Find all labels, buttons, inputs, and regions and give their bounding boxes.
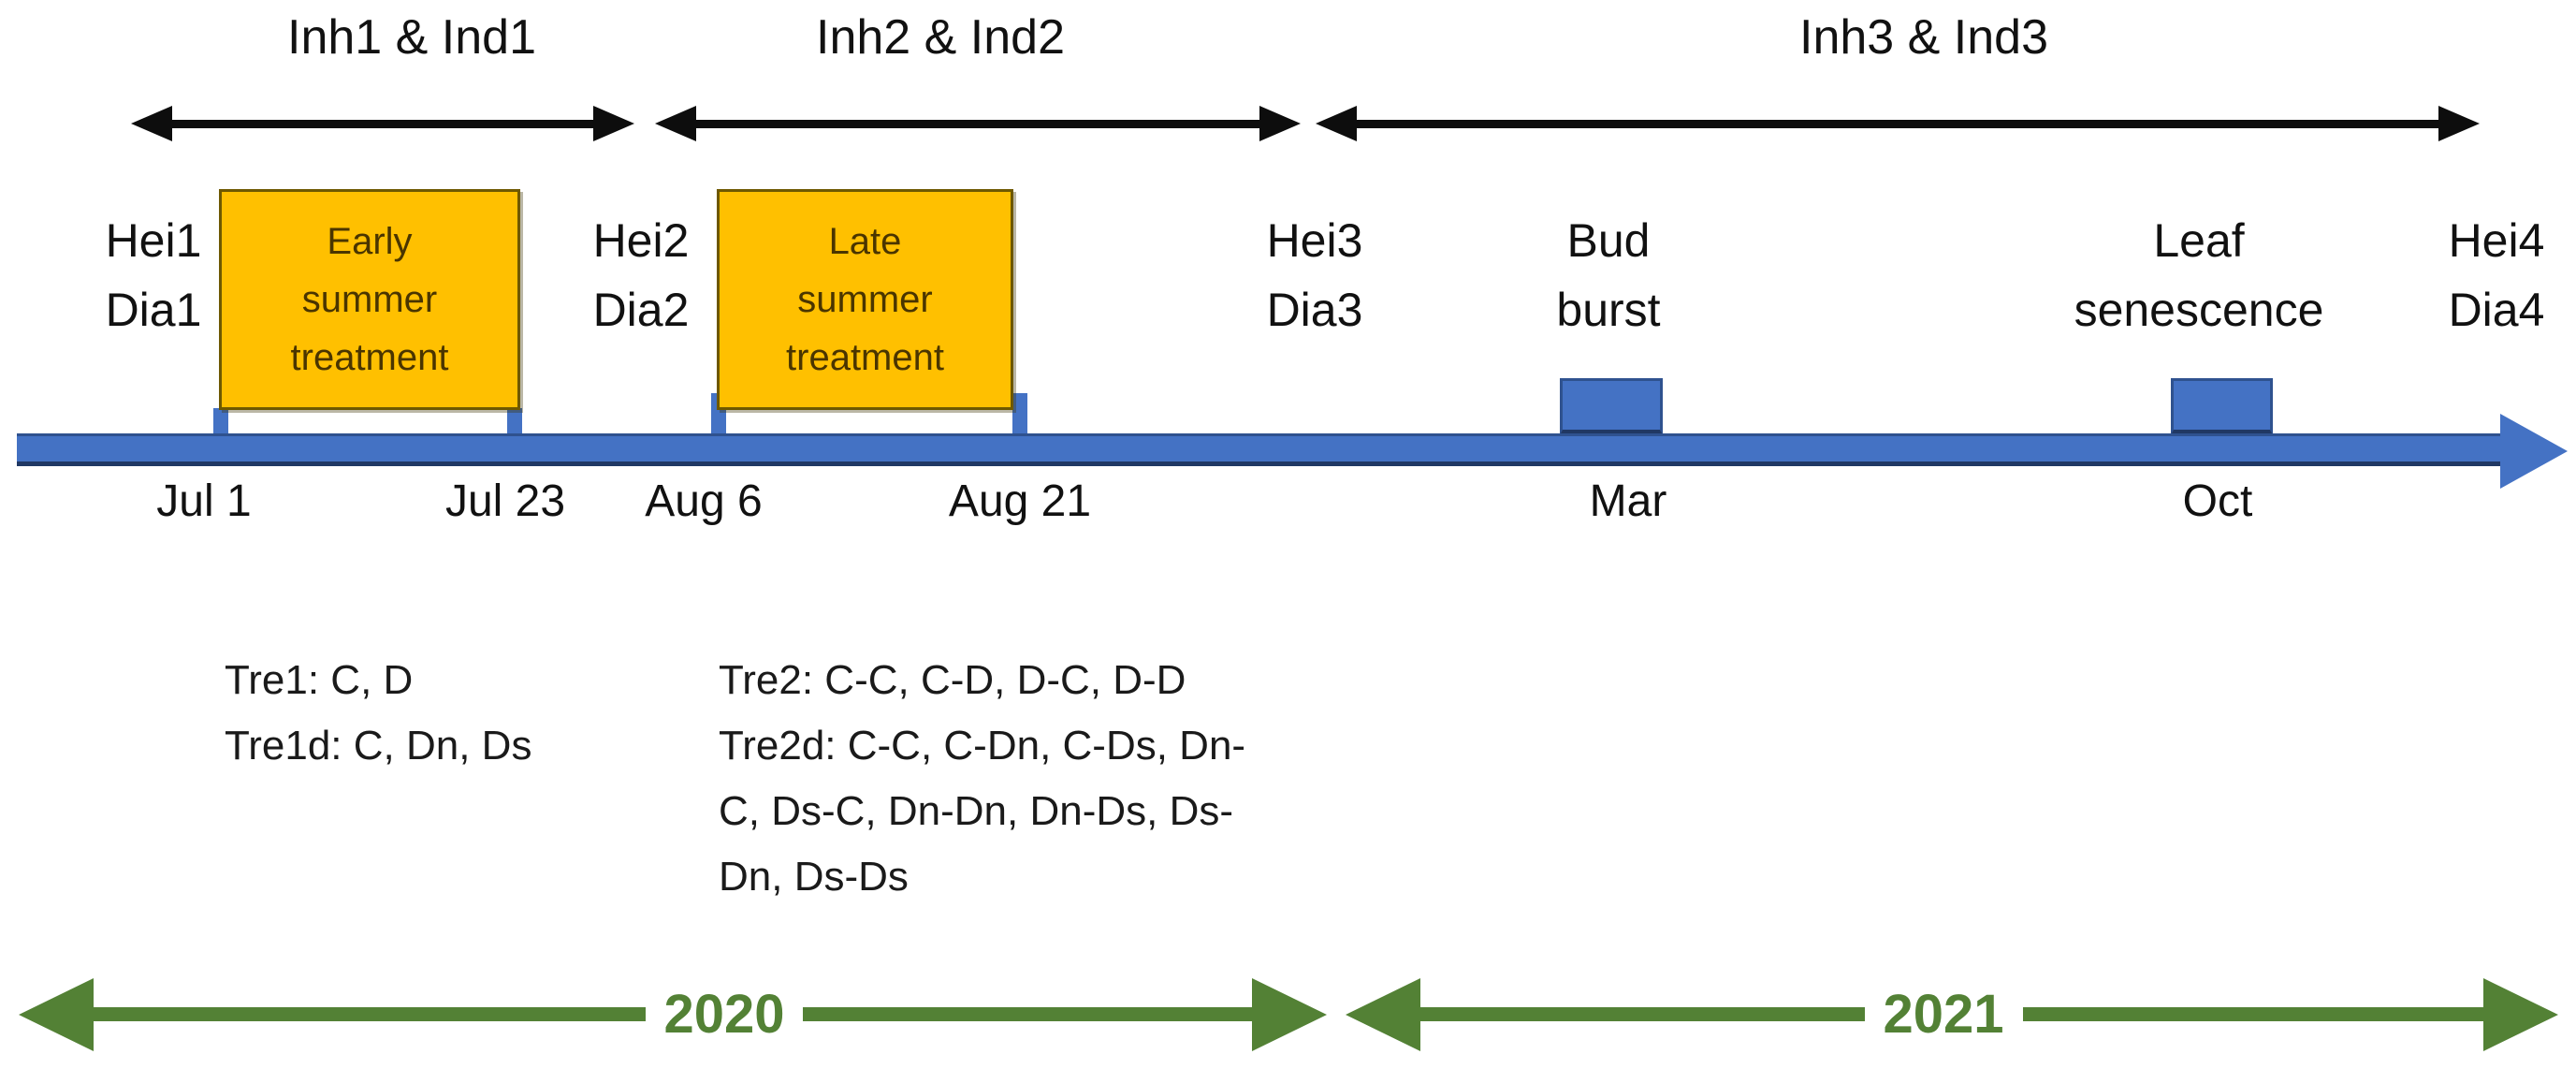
treatment-box-line: Late	[828, 221, 902, 262]
timeline-bar	[17, 433, 2503, 466]
arrowhead-left-icon	[1346, 978, 1420, 1051]
measurement-line: Hei2	[592, 214, 690, 267]
treatment-box-line: Early	[327, 221, 413, 262]
date-label-jul23: Jul 23	[444, 476, 566, 526]
arrow-line	[88, 1007, 646, 1021]
date-label-jul1: Jul 1	[156, 476, 252, 526]
event-marker-bud-burst	[1560, 378, 1663, 435]
arrow-line	[689, 120, 1267, 128]
codes-line: Dn, Ds-Ds	[719, 854, 909, 900]
codes-line: Tre2d: C-C, C-Dn, C-Ds, Dn-	[719, 723, 1246, 769]
treatment-box-line: treatment	[786, 337, 944, 378]
period-label-1: Inh1 & Ind1	[287, 10, 536, 65]
event-line: Leaf	[2153, 214, 2245, 267]
event-label-bud-burst: Bud burst	[1556, 206, 1660, 344]
arrowhead-right-icon	[593, 106, 634, 141]
date-label-mar: Mar	[1589, 476, 1667, 526]
codes-line: Tre2: C-C, C-D, D-C, D-D	[719, 657, 1186, 703]
measurement-label-1: Hei1 Dia1	[106, 206, 202, 344]
period-label-3: Inh3 & Ind3	[1799, 10, 2048, 65]
arrow-line	[2023, 1007, 2487, 1021]
treatment-box-line: treatment	[290, 337, 449, 378]
event-line: senescence	[2074, 284, 2324, 336]
measurement-line: Hei3	[1266, 214, 1363, 267]
bracket-post	[213, 408, 228, 436]
arrow-line	[1415, 1007, 1865, 1021]
date-label-aug21: Aug 21	[948, 476, 1092, 526]
arrowhead-right-icon	[2483, 978, 2558, 1051]
bracket-post	[507, 408, 522, 436]
measurement-label-4: Hei4 Dia4	[2449, 206, 2545, 344]
measurement-line: Dia4	[2448, 284, 2545, 336]
measurement-label-3: Hei3 Dia3	[1267, 206, 1363, 344]
treatment-box-line: summer	[301, 279, 438, 320]
arrowhead-left-icon	[19, 978, 94, 1051]
codes-line: Tre1d: C, Dn, Ds	[225, 723, 532, 769]
measurement-line: Hei4	[2448, 214, 2545, 267]
measurement-line: Dia2	[592, 284, 690, 336]
date-label-aug6: Aug 6	[645, 476, 763, 526]
treatment-box-line: summer	[797, 279, 933, 320]
arrowhead-right-icon	[2438, 106, 2480, 141]
codes-line: C, Ds-C, Dn-Dn, Dn-Ds, Ds-	[719, 788, 1234, 834]
year-label-2021: 2021	[1883, 984, 2004, 1045]
measurement-label-2: Hei2 Dia2	[593, 206, 690, 344]
measurement-line: Dia1	[105, 284, 202, 336]
treatment-box-late-summer: Late summer treatment	[717, 189, 1013, 410]
measurement-line: Dia3	[1266, 284, 1363, 336]
period-label-2: Inh2 & Ind2	[816, 10, 1065, 65]
timeline-arrowhead-icon	[2500, 414, 2568, 489]
codes-line: Tre1: C, D	[225, 657, 414, 703]
treatment-codes-block-2: Tre2: C-C, C-D, D-C, D-D Tre2d: C-C, C-D…	[719, 648, 1245, 910]
arrowhead-right-icon	[1259, 106, 1301, 141]
event-line: Bud	[1566, 214, 1651, 267]
arrow-line	[165, 120, 601, 128]
event-marker-leaf-senescence	[2171, 378, 2273, 435]
date-label-oct: Oct	[2182, 476, 2253, 526]
year-label-2020: 2020	[663, 984, 785, 1045]
event-label-leaf-senescence: Leaf senescence	[2074, 206, 2324, 344]
treatment-box-early-summer: Early summer treatment	[219, 189, 520, 410]
event-line: burst	[1556, 284, 1661, 336]
bracket-post	[1012, 393, 1027, 436]
arrow-line	[803, 1007, 1258, 1021]
arrowhead-right-icon	[1252, 978, 1327, 1051]
arrow-line	[1349, 120, 2446, 128]
measurement-line: Hei1	[105, 214, 202, 267]
treatment-codes-block-1: Tre1: C, D Tre1d: C, Dn, Ds	[225, 648, 531, 779]
